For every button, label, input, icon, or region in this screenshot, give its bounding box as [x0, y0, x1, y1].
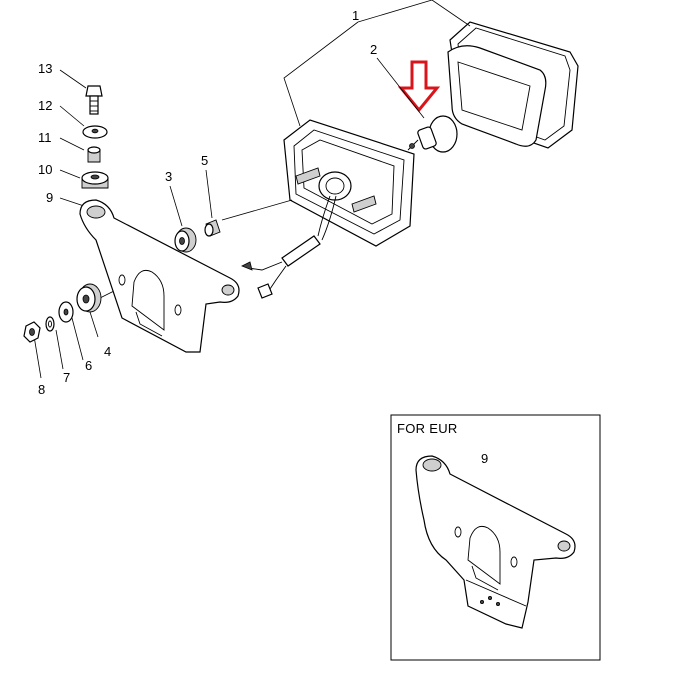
spacer[interactable]: [204, 219, 221, 237]
callout-5: 5: [201, 153, 208, 168]
inset-bracket[interactable]: [415, 455, 576, 629]
highlight-arrow-icon: [397, 60, 441, 113]
bracket[interactable]: [79, 199, 240, 353]
callout-2: 2: [370, 42, 377, 57]
callout-4: 4: [104, 344, 111, 359]
inset-callout-9: 9: [481, 451, 488, 466]
nut[interactable]: [23, 321, 41, 343]
callout-13: 13: [38, 61, 52, 76]
callout-6: 6: [85, 358, 92, 373]
callout-3: 3: [165, 169, 172, 184]
plain-washer[interactable]: [58, 301, 74, 323]
damper-rear[interactable]: [76, 283, 102, 313]
spring-washer[interactable]: [45, 316, 55, 332]
callout-7: 7: [63, 370, 70, 385]
inset-panel: FOR EUR 9: [390, 414, 601, 661]
leader-lines: [33, 0, 484, 505]
collar[interactable]: [87, 146, 101, 163]
tail-light-lens[interactable]: [447, 21, 579, 149]
washer[interactable]: [82, 125, 108, 139]
grommet[interactable]: [174, 227, 197, 253]
callout-8: 8: [38, 382, 45, 397]
callout-9: 9: [46, 190, 53, 205]
tail-light-housing[interactable]: [241, 119, 415, 299]
callout-labels: 1 2 3 4 5 6 7 8 9 10 11 12 13: [38, 8, 377, 397]
inset-title: FOR EUR: [397, 421, 458, 436]
damper[interactable]: [81, 171, 109, 189]
callout-12: 12: [38, 98, 52, 113]
callout-1: 1: [352, 8, 359, 23]
callout-10: 10: [38, 162, 52, 177]
bulb[interactable]: [407, 115, 458, 153]
bolt[interactable]: [85, 85, 103, 115]
callout-11: 11: [38, 130, 52, 145]
